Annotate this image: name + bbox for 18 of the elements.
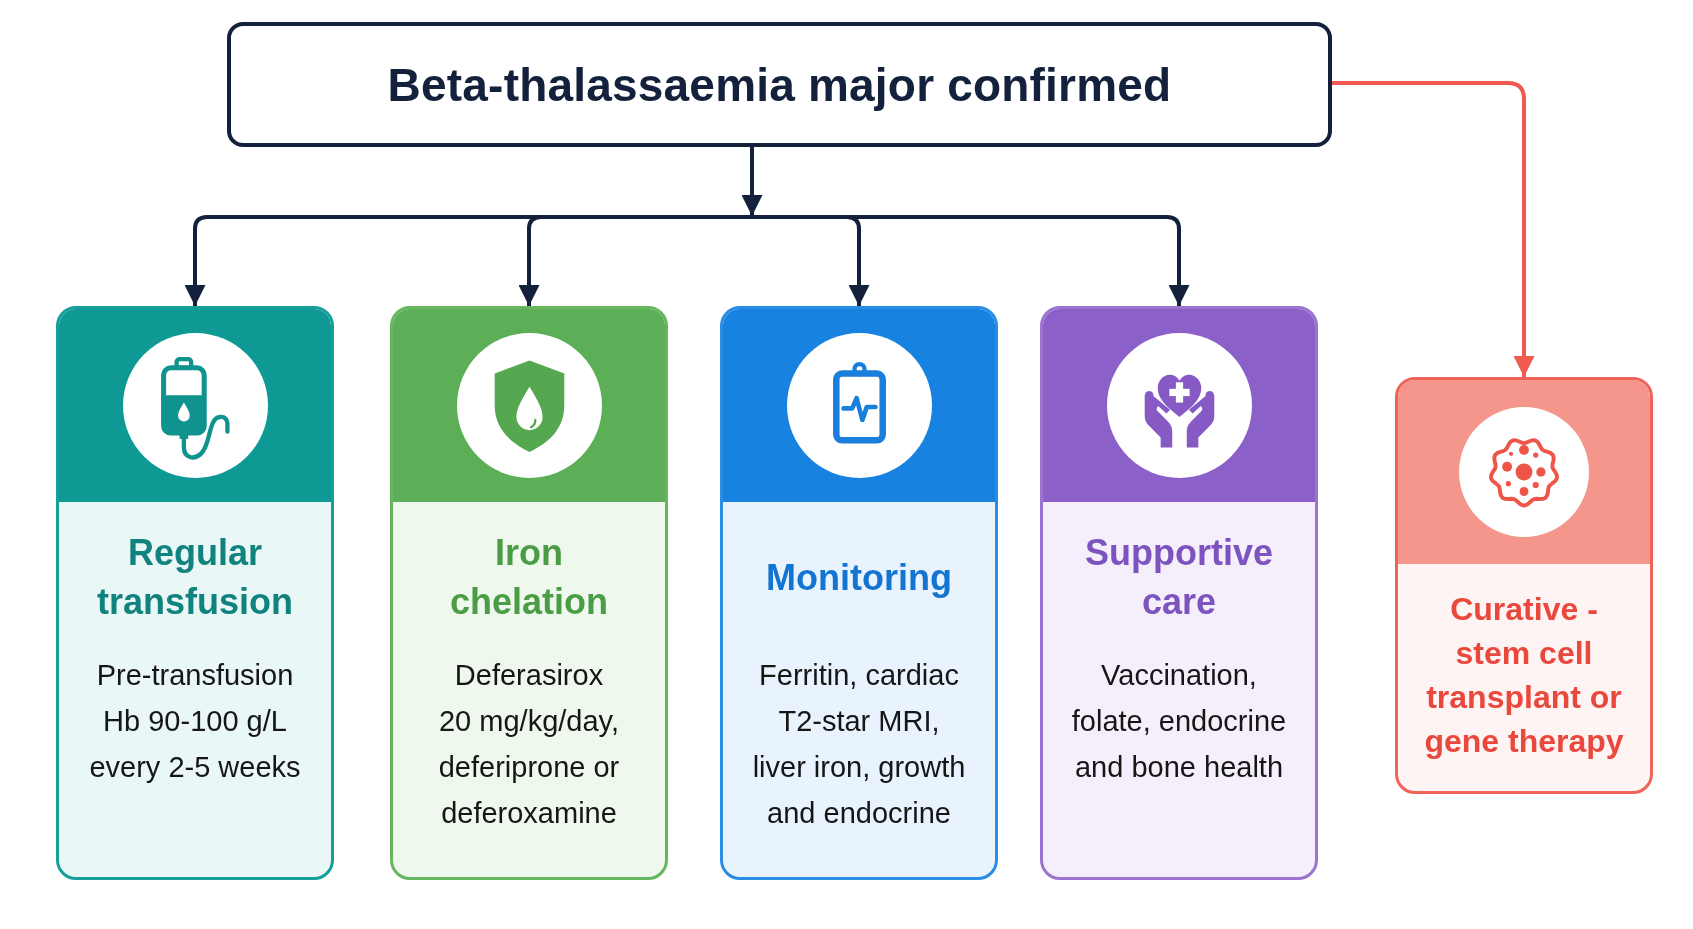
connector-arrow [752,215,1190,306]
card-description: Ferritin, cardiac T2-star MRI, liver iron, growth and endocrine [751,658,967,831]
card-description: Deferasirox 20 mg/kg/day, deferiprone or deferoxamine [437,658,621,831]
diagnosis-box [227,22,1332,147]
card-title: Curative - stem cell transplant or gene therapy [1423,589,1625,761]
card-description: Pre-transfusion Hb 90-100 g/L every 2-5 weeks [88,658,302,785]
card-description: Vaccination, folate, endocrine and bone health [1070,658,1288,785]
treatment-card [720,306,998,880]
connector-arrow [1332,81,1535,377]
treatment-card [1040,306,1318,880]
card-title: Iron chelation [449,531,609,624]
treatment-card [56,306,334,880]
treatment-card [1395,377,1653,794]
treatment-card [390,306,668,880]
card-title: Monitoring [766,555,952,600]
card-title: Supportive care [1084,531,1274,624]
box-title: Beta-thalassaemia major confirmed [387,57,1172,112]
card-title: Regular transfusion [96,531,294,624]
